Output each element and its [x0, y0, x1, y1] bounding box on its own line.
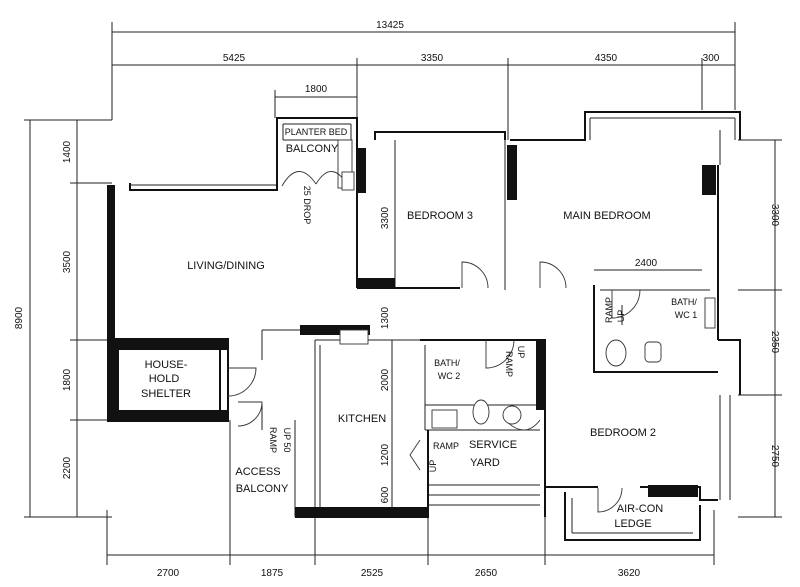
label-ramp-access-up: UP 50	[282, 428, 292, 453]
label-bath-wc2-l2: WC 2	[438, 371, 461, 381]
label-access-balcony-l1: ACCESS	[235, 466, 280, 478]
label-bath-wc1-l2: WC 1	[675, 310, 698, 320]
dim-top-seg-1: 5425	[223, 53, 246, 64]
dim-bottom-seg-5: 3620	[618, 568, 641, 579]
dim-bottom-seg-4: 2650	[475, 568, 498, 579]
dim-left-seg-3: 1800	[62, 368, 73, 391]
label-bedroom-2: BEDROOM 2	[590, 427, 656, 439]
dim-bottom-seg-1: 2700	[157, 568, 180, 579]
label-ramp-wc2: RAMP	[504, 351, 514, 377]
label-aircon-ledge-l2: LEDGE	[614, 518, 651, 530]
dim-right-seg-2: 2350	[769, 331, 780, 354]
dim-right-seg-3: 2750	[769, 445, 780, 468]
dim-top-overall: 13425	[376, 20, 404, 31]
ramp-arrows	[261, 305, 623, 471]
label-main-bedroom: MAIN BEDROOM	[563, 210, 650, 222]
label-ramp-wc1: RAMP	[604, 297, 614, 323]
dim-bedroom3-depth: 3300	[380, 206, 391, 229]
label-bedroom-3: BEDROOM 3	[407, 210, 473, 222]
walls	[109, 111, 741, 541]
dim-left-seg-4: 2200	[62, 456, 73, 479]
label-kitchen: KITCHEN	[338, 413, 386, 425]
dim-right-seg-1: 3300	[769, 204, 780, 227]
label-service-yard-l2: YARD	[470, 457, 500, 469]
label-access-balcony-l2: BALCONY	[236, 483, 289, 495]
dim-top-seg-3: 4350	[595, 53, 618, 64]
dim-kitchen-lower: 600	[380, 486, 391, 503]
dim-left-seg-2: 3500	[62, 250, 73, 273]
dim-top-seg-2: 3350	[421, 53, 444, 64]
label-balcony: BALCONY	[286, 143, 339, 155]
dim-balcony-width: 1800	[305, 84, 328, 95]
dim-bottom-seg-2: 1875	[261, 568, 284, 579]
label-ramp-yard-up: UP	[428, 460, 438, 473]
dim-top-seg-4: 300	[703, 53, 720, 64]
dim-left-overall: 8900	[14, 306, 25, 329]
label-aircon-ledge-l1: AIR-CON	[617, 503, 664, 515]
label-ramp-wc2-up: UP	[516, 346, 526, 359]
dim-bottom-seg-3: 2525	[361, 568, 384, 579]
dimension-lines	[24, 22, 782, 565]
structural-columns	[107, 145, 716, 517]
label-ramp-access: RAMP	[268, 427, 278, 453]
label-bath-wc1-l1: BATH/	[671, 297, 697, 307]
label-planter-bed: PLANTER BED	[285, 127, 348, 137]
label-ramp-wc1-up: UP	[616, 310, 626, 323]
label-ramp-yard: RAMP	[433, 441, 459, 451]
label-household-shelter-l3: SHELTER	[141, 388, 191, 400]
dim-left-seg-1: 1400	[62, 140, 73, 163]
label-household-shelter-l1: HOUSE-	[145, 359, 188, 371]
sanitary-fixtures	[339, 171, 716, 429]
label-service-yard-l1: SERVICE	[469, 439, 517, 451]
label-household-shelter-l2: HOLD	[149, 373, 180, 385]
label-drop: 25 DROP	[302, 186, 312, 225]
dim-kitchen-mid: 1200	[380, 443, 391, 466]
dim-main-wc-width: 2400	[635, 258, 658, 269]
label-living-dining: LIVING/DINING	[187, 260, 265, 272]
label-bath-wc2-l1: BATH/	[434, 358, 460, 368]
dim-kitchen-upper: 2000	[380, 368, 391, 391]
dim-corridor: 1300	[380, 306, 391, 329]
